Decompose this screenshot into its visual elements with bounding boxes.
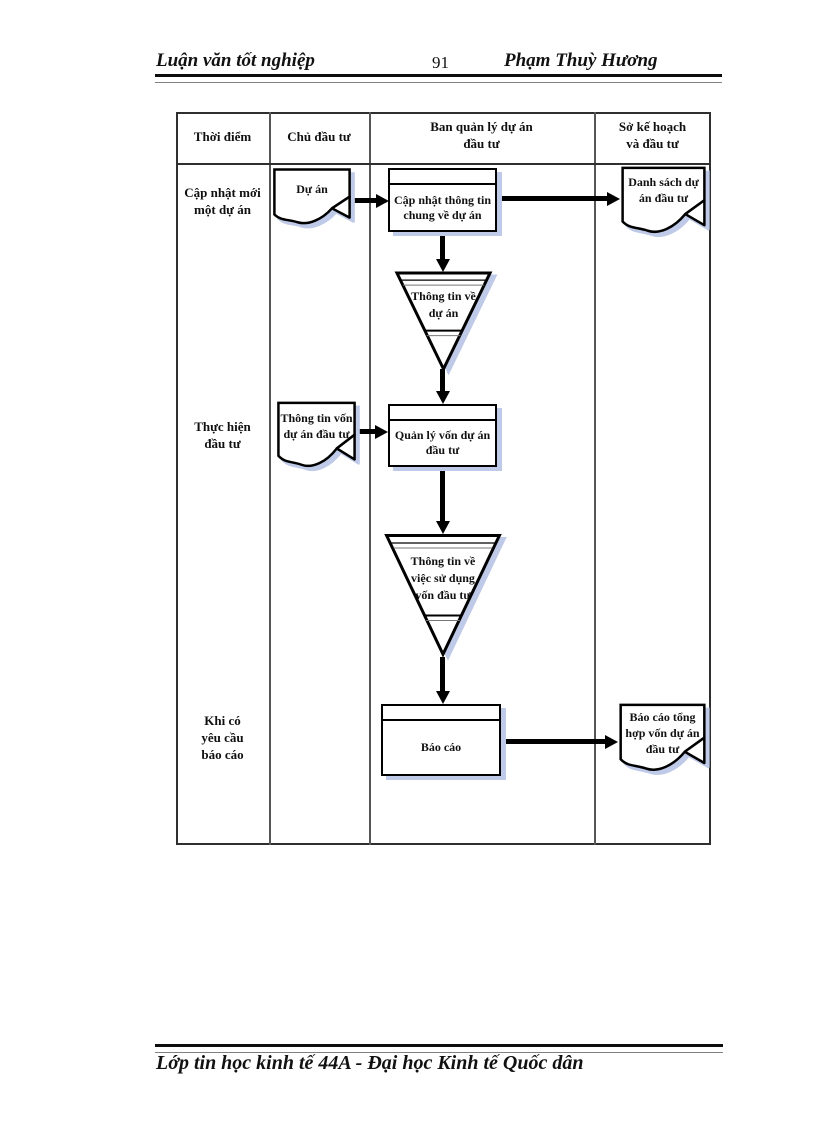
row-label-khi-co-line2: yêu cầu — [201, 730, 244, 745]
document-du-an-label: Dự án — [296, 182, 328, 196]
row-label-thuc-hien-line1: Thực hiện — [194, 419, 251, 434]
arrow-quan-ly-to-store-von-shaft — [440, 466, 445, 522]
flow-table-frame — [176, 112, 711, 845]
column-divider-2 — [369, 112, 371, 845]
arrow-cap-nhat-to-store-head — [436, 259, 450, 272]
footer-text: Lớp tin học kinh tế 44A - Đại học Kinh t… — [156, 1052, 584, 1074]
header-title: Luận văn tốt nghiệp — [156, 50, 315, 71]
col-header-thoi-diem: Thời điểm — [176, 128, 269, 145]
arrow-du-an-to-cap-nhat-head — [376, 194, 389, 208]
col-header-chu-dau-tu-text: Chủ đầu tư — [287, 129, 351, 144]
datastore-thong-tin-du-an-label: Thông tin về dự án — [394, 288, 493, 322]
header-author: Phạm Thuỳ Hương — [504, 50, 658, 71]
col-header-so-ke-hoach: Sở kế hoạch và đầu tư — [594, 118, 711, 152]
row-label-khi-co-line1: Khi có — [204, 713, 241, 728]
process-quan-ly-label: Quản lý vốn dự án đầu tư — [390, 421, 495, 465]
arrow-von-to-quan-ly-head — [375, 425, 388, 439]
document-von-line2: dự án đầu tư — [283, 427, 350, 441]
column-divider-3 — [594, 112, 596, 845]
document-von-line1: Thông tin vốn — [280, 411, 353, 425]
header-rule — [155, 74, 722, 83]
datastore-su-dung-von: Thông tin về việc sử dụng vốn đầu tư — [383, 533, 503, 658]
document-danh-sach-line2: án đầu tư — [638, 191, 689, 205]
process-cap-nhat-line1: Cập nhật thông tin — [393, 192, 492, 207]
document-bao-cao-tong-hop-label: Báo cáo tổng hợp vốn dự án đầu tư — [618, 703, 707, 757]
arrow-store-to-quan-ly-head — [436, 391, 450, 404]
datastore-su-dung-von-label: Thông tin về việc sử dụng vốn đầu tư — [383, 553, 503, 604]
document-tong-hop-line2: hợp vốn dự án — [625, 726, 700, 740]
datastore-von-line1: Thông tin về — [410, 554, 476, 568]
row-label-cap-nhat-line2: một dự án — [194, 202, 251, 217]
process-cap-nhat-line2: chung về dự án — [403, 207, 482, 222]
page-number: 91 — [432, 53, 449, 72]
process-title-band — [390, 170, 495, 185]
arrow-store-von-to-bao-cao-head — [436, 691, 450, 704]
document-tong-hop-line1: Báo cáo tổng — [629, 710, 696, 724]
arrow-cap-nhat-to-store-shaft — [440, 232, 445, 260]
document-shape-icon — [272, 168, 352, 230]
process-quan-ly-von: Quản lý vốn dự án đầu tư — [388, 404, 497, 467]
process-quan-ly-line1: Quản lý vốn dự án — [394, 428, 491, 442]
process-bao-cao-line1: Báo cáo — [420, 740, 462, 754]
arrow-cap-nhat-to-danh-sach-shaft — [496, 196, 608, 201]
arrow-store-von-to-bao-cao-shaft — [440, 657, 445, 693]
datastore-thong-tin-du-an: Thông tin về dự án — [394, 271, 493, 372]
process-title-band — [383, 706, 499, 721]
col-header-so-ke-hoach-line2: và đầu tư — [626, 136, 679, 151]
document-tong-hop-line3: đầu tư — [645, 742, 680, 756]
arrow-cap-nhat-to-danh-sach-head — [607, 192, 620, 206]
document-du-an: Dự án — [272, 168, 352, 230]
document-shape-icon — [620, 166, 707, 240]
table-header-separator — [176, 163, 711, 165]
col-header-chu-dau-tu: Chủ đầu tư — [269, 128, 369, 145]
document-shape-icon — [618, 703, 707, 778]
datastore-du-an-line1: Thông tin về — [411, 289, 476, 303]
document-danh-sach-line1: Danh sách dự — [628, 175, 699, 189]
document-shape-icon — [276, 401, 357, 474]
process-cap-nhat-thong-tin: Cập nhật thông tin chung về dự án — [388, 168, 497, 232]
document-thong-tin-von-label: Thông tin vốn dự án đầu tư — [276, 401, 357, 442]
document-danh-sach-label: Danh sách dự án đầu tư — [620, 166, 707, 206]
row-label-khi-co-line3: báo cáo — [201, 747, 244, 762]
datastore-shape-icon — [383, 533, 503, 658]
arrow-bao-cao-to-tong-hop-head — [605, 735, 618, 749]
row-label-cap-nhat-line1: Cập nhật mới — [184, 185, 261, 200]
process-cap-nhat-label: Cập nhật thông tin chung về dự án — [390, 185, 495, 230]
process-title-band — [390, 406, 495, 421]
datastore-von-line3: vốn đầu tư — [415, 588, 471, 602]
footer-rule — [155, 1044, 723, 1053]
datastore-du-an-line2: dự án — [428, 306, 459, 320]
arrow-von-to-quan-ly-shaft — [353, 429, 376, 434]
process-bao-cao-label: Báo cáo — [383, 721, 499, 774]
row-label-khi-co: Khi có yêu cầu báo cáo — [176, 712, 269, 763]
process-bao-cao: Báo cáo — [381, 704, 501, 776]
col-header-ban-quan-ly: Ban quản lý dự án đầu tư — [369, 118, 594, 152]
col-header-so-ke-hoach-line1: Sở kế hoạch — [618, 119, 687, 134]
row-label-thuc-hien-line2: đầu tư — [204, 436, 241, 451]
document-thong-tin-von: Thông tin vốn dự án đầu tư — [276, 401, 357, 474]
column-divider-1 — [269, 112, 271, 845]
col-header-thoi-diem-text: Thời điểm — [193, 129, 252, 144]
arrow-store-to-quan-ly-shaft — [440, 369, 445, 392]
datastore-shape-icon — [394, 271, 493, 372]
document-bao-cao-tong-hop: Báo cáo tổng hợp vốn dự án đầu tư — [618, 703, 707, 778]
datastore-von-line2: việc sử dụng — [411, 571, 475, 585]
document-danh-sach: Danh sách dự án đầu tư — [620, 166, 707, 240]
row-label-thuc-hien: Thực hiện đầu tư — [176, 418, 269, 452]
col-header-ban-quan-ly-line1: Ban quản lý dự án — [430, 119, 533, 134]
arrow-quan-ly-to-store-von-head — [436, 521, 450, 534]
arrow-du-an-to-cap-nhat-shaft — [349, 198, 378, 203]
process-quan-ly-line2: đầu tư — [425, 443, 460, 457]
col-header-ban-quan-ly-line2: đầu tư — [463, 136, 500, 151]
row-label-cap-nhat: Cập nhật mới một dự án — [176, 184, 269, 218]
arrow-bao-cao-to-tong-hop-shaft — [500, 739, 606, 744]
